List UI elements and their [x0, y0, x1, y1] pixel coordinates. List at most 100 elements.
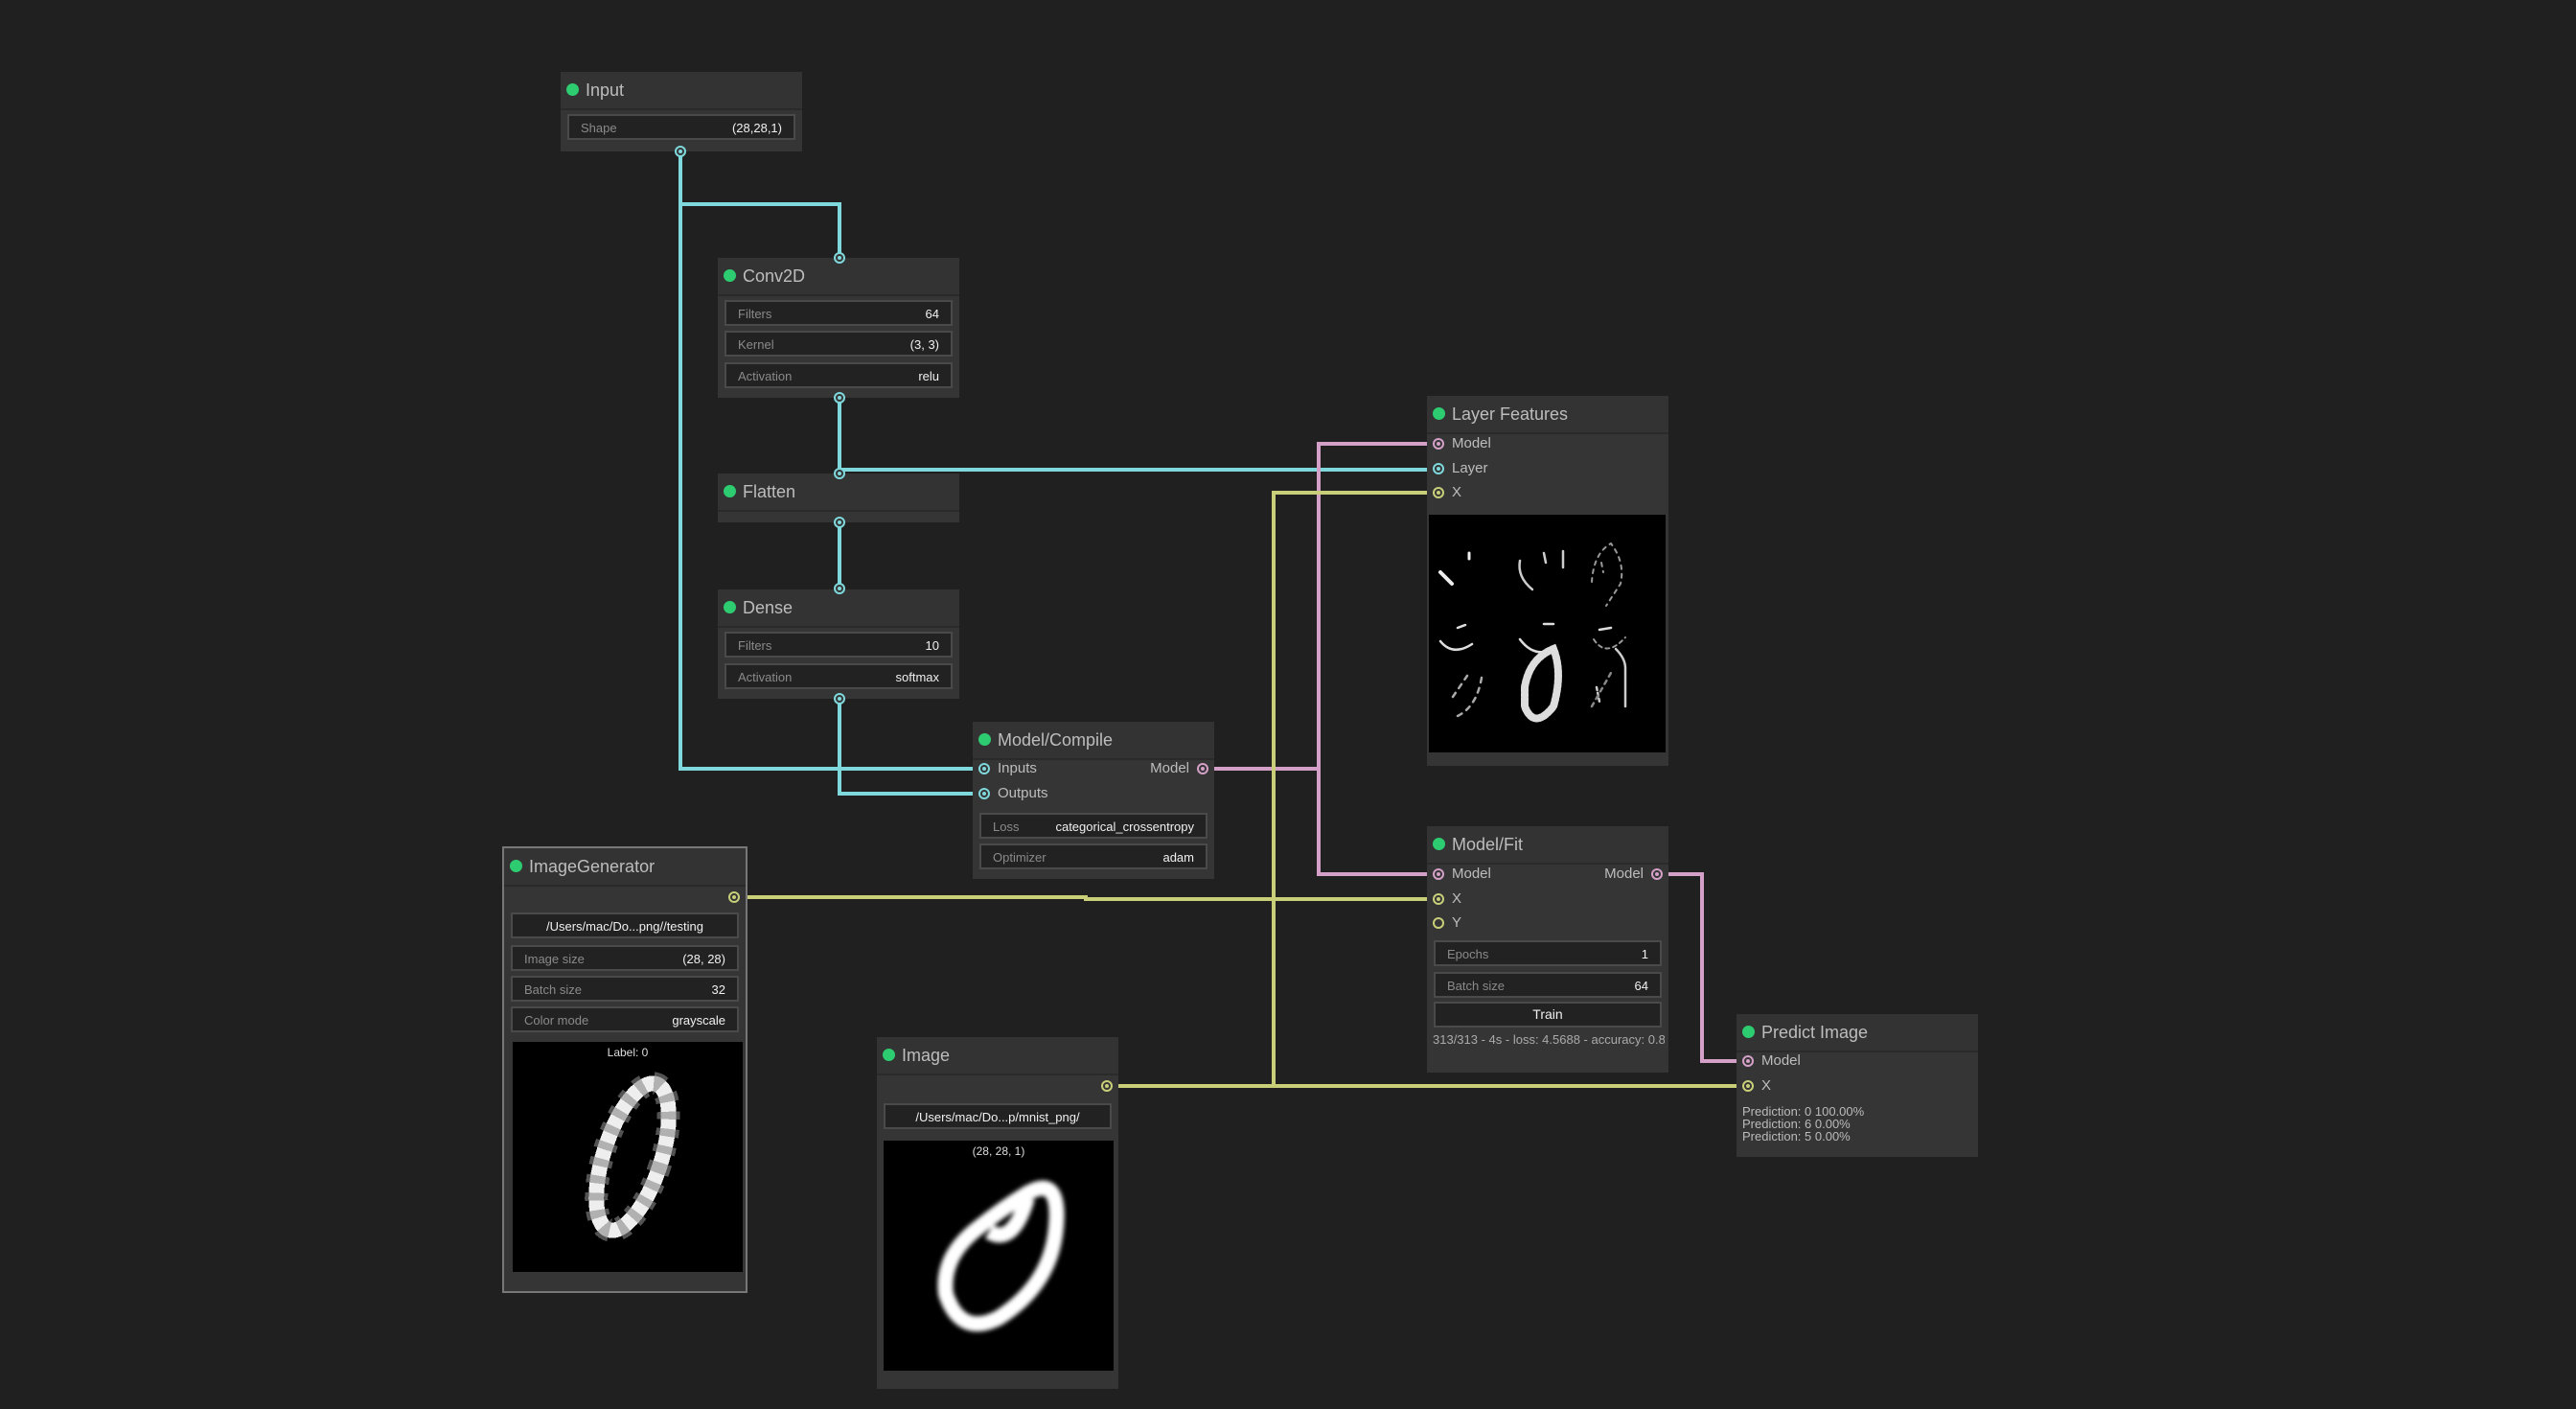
widget-value: grayscale: [672, 1013, 725, 1028]
widget-value: categorical_crossentropy: [1055, 820, 1194, 834]
port-icon[interactable]: [1433, 868, 1444, 880]
widget-field[interactable]: Image size(28, 28): [511, 945, 739, 971]
node-image[interactable]: Image/Users/mac/Do...p/mnist_png/(28, 28…: [877, 1037, 1118, 1389]
node-title: Model/Fit: [1452, 835, 1524, 854]
widget-value: 1: [1641, 947, 1648, 961]
input-slot[interactable]: X: [1433, 481, 1461, 504]
output-slot[interactable]: Model: [1150, 757, 1208, 780]
port-icon[interactable]: [1742, 1055, 1754, 1067]
port-icon[interactable]: [978, 788, 990, 799]
link-input-compile[interactable]: [678, 151, 982, 771]
train-button[interactable]: Train: [1434, 1002, 1662, 1028]
port-icon[interactable]: [675, 146, 686, 157]
port-icon[interactable]: [834, 468, 845, 479]
port-icon[interactable]: [978, 763, 990, 774]
link-fit-predict[interactable]: [1656, 872, 1748, 1063]
widget-value: softmax: [895, 670, 939, 684]
node-image-generator[interactable]: ImageGenerator/Users/mac/Do...png//testi…: [502, 846, 748, 1293]
port-icon[interactable]: [1433, 893, 1444, 905]
widget-label: Filters: [738, 638, 772, 653]
node-header[interactable]: Predict Image: [1736, 1014, 1978, 1052]
port-icon[interactable]: [834, 392, 845, 404]
node-header[interactable]: Model/Fit: [1427, 826, 1668, 865]
prediction-text: Prediction: 5 0.00%: [1742, 1129, 1851, 1143]
input-slot[interactable]: Model: [1433, 432, 1491, 455]
input-slot[interactable]: X: [1742, 1074, 1771, 1097]
widget-label: Activation: [738, 369, 793, 383]
link-image-layer-features[interactable]: [1272, 491, 1439, 1086]
port-icon[interactable]: [1433, 917, 1444, 929]
node-header[interactable]: Conv2D: [718, 258, 959, 296]
port-icon[interactable]: [1742, 1080, 1754, 1092]
node-header[interactable]: Input: [561, 72, 802, 110]
output-slot[interactable]: [721, 886, 740, 909]
path-value: /Users/mac/Do...p/mnist_png/: [915, 1110, 1080, 1124]
port-icon[interactable]: [834, 693, 845, 704]
link-compile-fit[interactable]: [1317, 769, 1439, 876]
port-icon[interactable]: [1101, 1080, 1113, 1092]
output-slot[interactable]: Model: [1604, 863, 1663, 886]
node-header[interactable]: ImageGenerator: [504, 848, 746, 887]
port-icon[interactable]: [1197, 763, 1208, 774]
link-input-conv2d[interactable]: [678, 151, 841, 258]
status-dot: [724, 601, 736, 613]
widget-field[interactable]: Activation relu: [724, 362, 953, 388]
port-icon[interactable]: [834, 517, 845, 528]
input-slot[interactable]: Outputs: [978, 782, 1048, 805]
widget-value: (28, 28): [682, 952, 725, 966]
port-icon[interactable]: [1433, 463, 1444, 474]
output-slot[interactable]: [1093, 1074, 1113, 1097]
node-header[interactable]: Dense: [718, 589, 959, 628]
widget-label: Filters: [738, 307, 772, 321]
node-header[interactable]: Image: [877, 1037, 1118, 1075]
port-icon[interactable]: [1433, 487, 1444, 498]
port-icon[interactable]: [1651, 868, 1663, 880]
link-generator-fit[interactable]: [736, 895, 1439, 901]
node-title: Image: [902, 1046, 951, 1065]
node-title: Conv2D: [743, 266, 806, 286]
widget-value: relu: [918, 369, 939, 383]
node-flatten[interactable]: Flatten: [718, 474, 959, 522]
node-title: Model/Compile: [998, 730, 1114, 750]
input-slot[interactable]: X: [1433, 888, 1461, 911]
node-title: Input: [586, 81, 625, 100]
status-dot: [1433, 838, 1445, 850]
node-header[interactable]: Model/Compile: [973, 722, 1214, 760]
input-slot[interactable]: Inputs: [978, 757, 1037, 780]
input-slot[interactable]: Y: [1433, 912, 1461, 935]
port-icon[interactable]: [1433, 438, 1444, 450]
port-icon[interactable]: [834, 252, 845, 264]
input-slot[interactable]: Model: [1433, 863, 1491, 886]
path-value: /Users/mac/Do...png//testing: [545, 919, 703, 934]
widget-field[interactable]: Kernel(3, 3): [724, 331, 953, 357]
path-field[interactable]: /Users/mac/Do...p/mnist_png/: [884, 1103, 1112, 1129]
input-slot[interactable]: Model: [1742, 1050, 1801, 1073]
port-icon[interactable]: [834, 583, 845, 594]
port-icon[interactable]: [728, 891, 740, 903]
path-field[interactable]: /Users/mac/Do...png//testing: [511, 912, 739, 938]
status-dot: [510, 860, 522, 872]
link-dense-compile[interactable]: [838, 699, 982, 796]
node-header[interactable]: Flatten: [718, 474, 959, 512]
link-compile-layer-features[interactable]: [1201, 442, 1439, 771]
input-slot[interactable]: Layer: [1433, 457, 1488, 480]
node-header[interactable]: Layer Features: [1427, 396, 1668, 434]
widget-label: Batch size: [1447, 979, 1505, 993]
widget-field[interactable]: Shape(28,28,1): [567, 114, 795, 140]
